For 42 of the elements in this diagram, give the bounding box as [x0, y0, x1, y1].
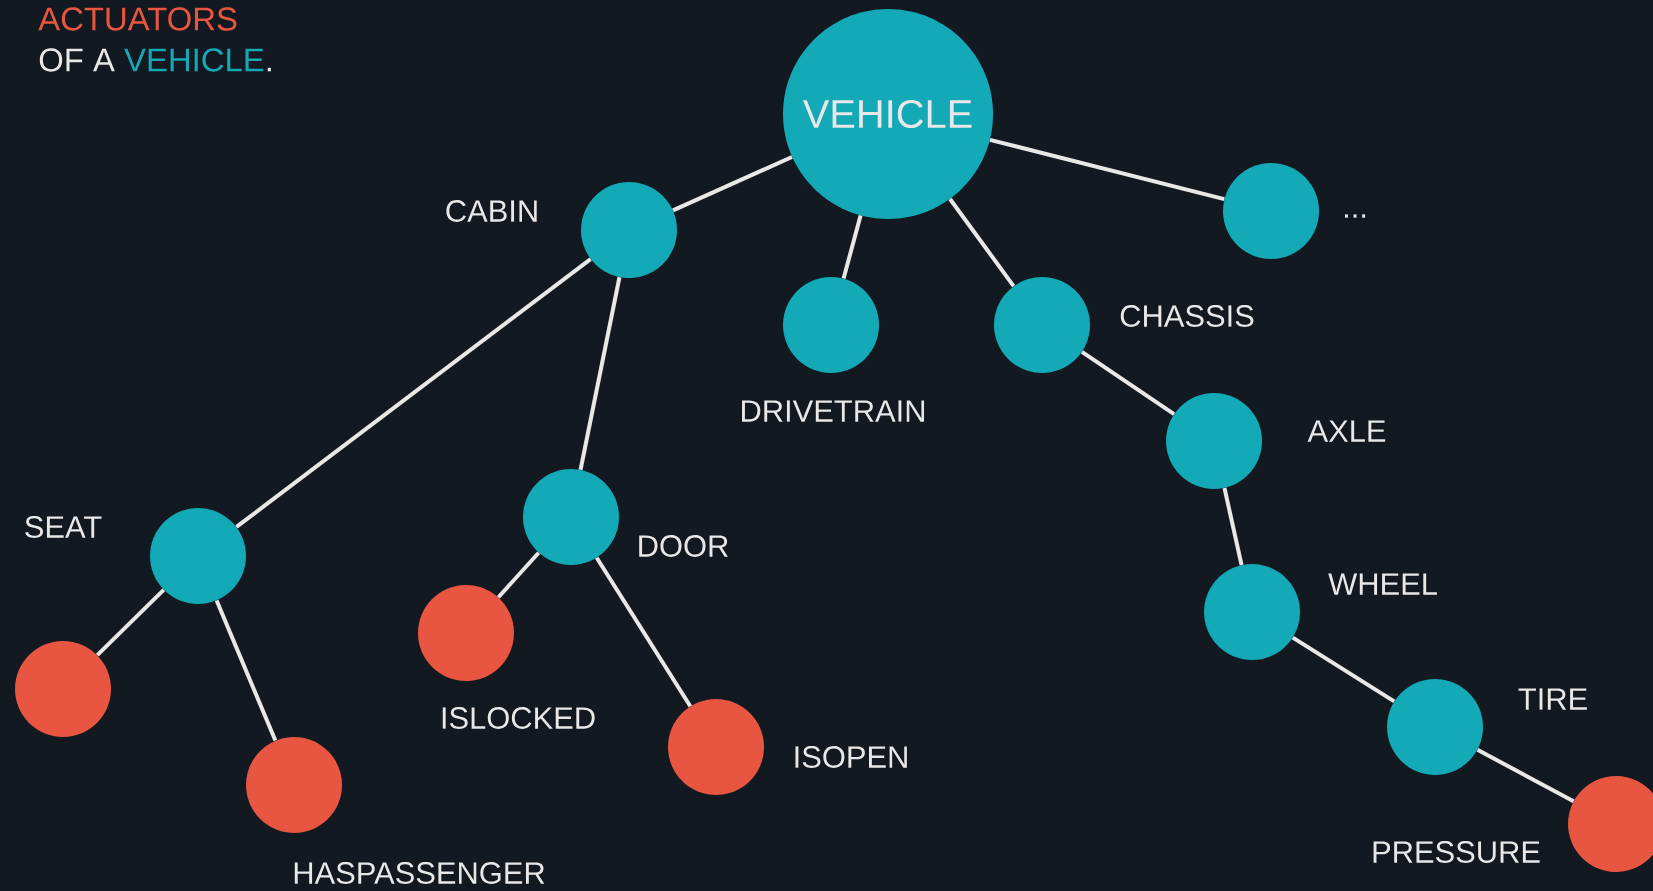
circle-node	[1204, 564, 1300, 660]
node-label: ...	[1344, 214, 1366, 218]
node-label: WHEEL	[1328, 573, 1437, 595]
node-label: AXLE	[1307, 420, 1386, 442]
connector-line	[235, 257, 592, 529]
node-label: HASPASSENGER	[294, 862, 545, 884]
connector-line	[1080, 350, 1176, 416]
node-label: ISOPEN	[795, 746, 907, 768]
node-label: ISLOCKED	[442, 707, 595, 729]
connector-line	[595, 556, 692, 708]
connector-line	[214, 599, 278, 742]
circle-node	[1223, 163, 1319, 259]
node-label: SEAT	[25, 516, 102, 538]
circle-node	[523, 469, 619, 565]
connector-line	[672, 155, 793, 213]
connector-line	[496, 551, 541, 599]
connector-line	[841, 215, 863, 279]
connector-line	[95, 588, 166, 657]
node-label: DRIVETRAIN	[742, 400, 924, 422]
node-label: DOOR	[639, 535, 728, 557]
connector-line	[1476, 748, 1575, 803]
circle-node	[994, 277, 1090, 373]
circle-node	[783, 277, 879, 373]
node-label: TIRE	[1518, 688, 1587, 710]
node-label: CHASSIS	[1120, 305, 1254, 327]
circle-node	[150, 508, 246, 604]
circle-node	[581, 182, 677, 278]
connector-line	[578, 276, 622, 471]
title-text: OF A VEHICLE.	[39, 48, 271, 72]
connector-line	[948, 197, 1016, 288]
title-text: ACTUATORS	[38, 7, 237, 31]
connector-line	[989, 137, 1225, 202]
node-label: PRESSURE	[1373, 841, 1540, 863]
connector-line	[1291, 635, 1396, 704]
connector-line	[1222, 487, 1244, 566]
circle-node	[1387, 679, 1483, 775]
circle-node	[1166, 393, 1262, 489]
circle-node	[246, 737, 342, 833]
circle-node	[418, 585, 514, 681]
circle-node	[15, 641, 111, 737]
circle-node	[668, 699, 764, 795]
node-label: CABIN	[446, 200, 537, 222]
